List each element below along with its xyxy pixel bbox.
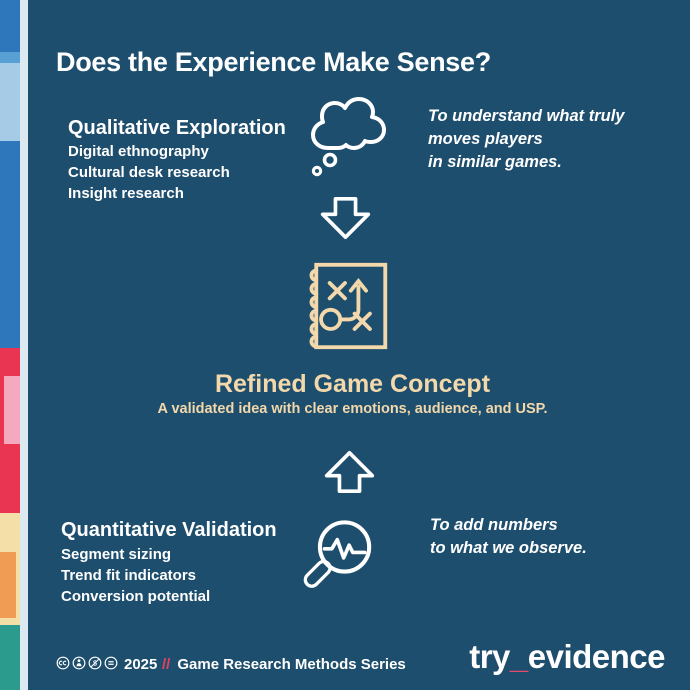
cc-nc-icon: $ (88, 656, 102, 670)
quantitative-list: Segment sizing Trend fit indicators Conv… (61, 544, 210, 607)
list-item: Digital ethnography (68, 143, 209, 160)
logo-suffix: evidence (527, 638, 666, 675)
strategy-notebook-icon (309, 262, 388, 350)
down-arrow-icon (320, 197, 371, 239)
strip-segment-teal (0, 625, 20, 690)
annotation-line: moves players (428, 130, 543, 148)
try-evidence-logo: try_evidence (469, 638, 665, 676)
footer-year: 2025 (124, 656, 158, 673)
qualitative-annotation: To understand what truly moves players i… (428, 105, 624, 174)
strip-segment-lightblue (0, 63, 20, 141)
list-item: Trend fit indicators (61, 567, 197, 584)
annotation-line: To add numbers (430, 516, 558, 534)
quantitative-annotation: To add numbers to what we observe. (430, 514, 587, 560)
strip-inset-pink (4, 376, 20, 444)
page-title: Does the Experience Make Sense? (56, 47, 491, 78)
strip-segment-midblue (0, 52, 20, 63)
series-slashes: // (162, 656, 171, 673)
annotation-line: in similar games. (428, 153, 562, 171)
qualitative-list: Digital ethnography Cultural desk resear… (68, 141, 230, 204)
strip-divider (20, 0, 28, 690)
series-label: Game Research Methods Series (177, 656, 406, 673)
list-item: Insight research (68, 185, 184, 202)
list-item: Cultural desk research (68, 164, 230, 181)
strip-segment-blue (0, 0, 20, 52)
concept-subtitle: A validated idea with clear emotions, au… (157, 401, 548, 417)
annotation-line: To understand what truly (428, 107, 625, 125)
main-panel: Does the Experience Make Sense? Qualitat… (28, 0, 690, 690)
cc-by-icon (72, 656, 86, 670)
up-arrow-icon (324, 451, 375, 493)
strip-segment-blue2 (0, 141, 20, 348)
cc-icon (56, 656, 70, 670)
annotation-line: to what we observe. (430, 539, 587, 557)
quantitative-heading: Quantitative Validation (61, 518, 277, 541)
logo-prefix: try (469, 638, 510, 675)
cc-nd-icon (104, 656, 118, 670)
qualitative-heading: Qualitative Exploration (68, 116, 286, 139)
list-item: Segment sizing (61, 546, 172, 563)
license-icons: $ (56, 656, 118, 670)
decorative-color-strip (0, 0, 20, 690)
logo-underscore: _ (509, 638, 528, 675)
thought-cloud-icon (311, 97, 386, 177)
footer-series: // Game Research Methods Series (162, 656, 406, 673)
list-item: Conversion potential (61, 588, 211, 605)
magnifier-pulse-icon (303, 520, 372, 588)
concept-heading: Refined Game Concept (214, 370, 491, 398)
strip-inset-orange (0, 552, 16, 618)
